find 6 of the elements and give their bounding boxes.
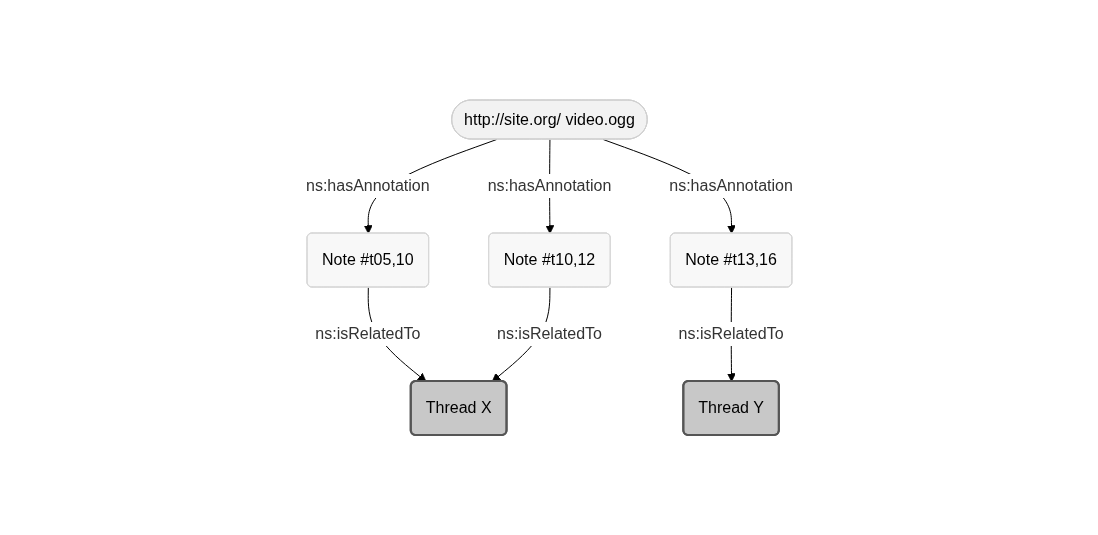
edge-label: ns:hasAnnotation (305, 177, 430, 194)
edge-label: ns:hasAnnotation (487, 177, 611, 194)
edge-label: ns:hasAnnotation (668, 177, 793, 194)
edge-label: ns:isRelatedTo (496, 325, 602, 342)
edge-label: ns:isRelatedTo (678, 325, 784, 342)
edge-label: ns:isRelatedTo (314, 325, 420, 342)
